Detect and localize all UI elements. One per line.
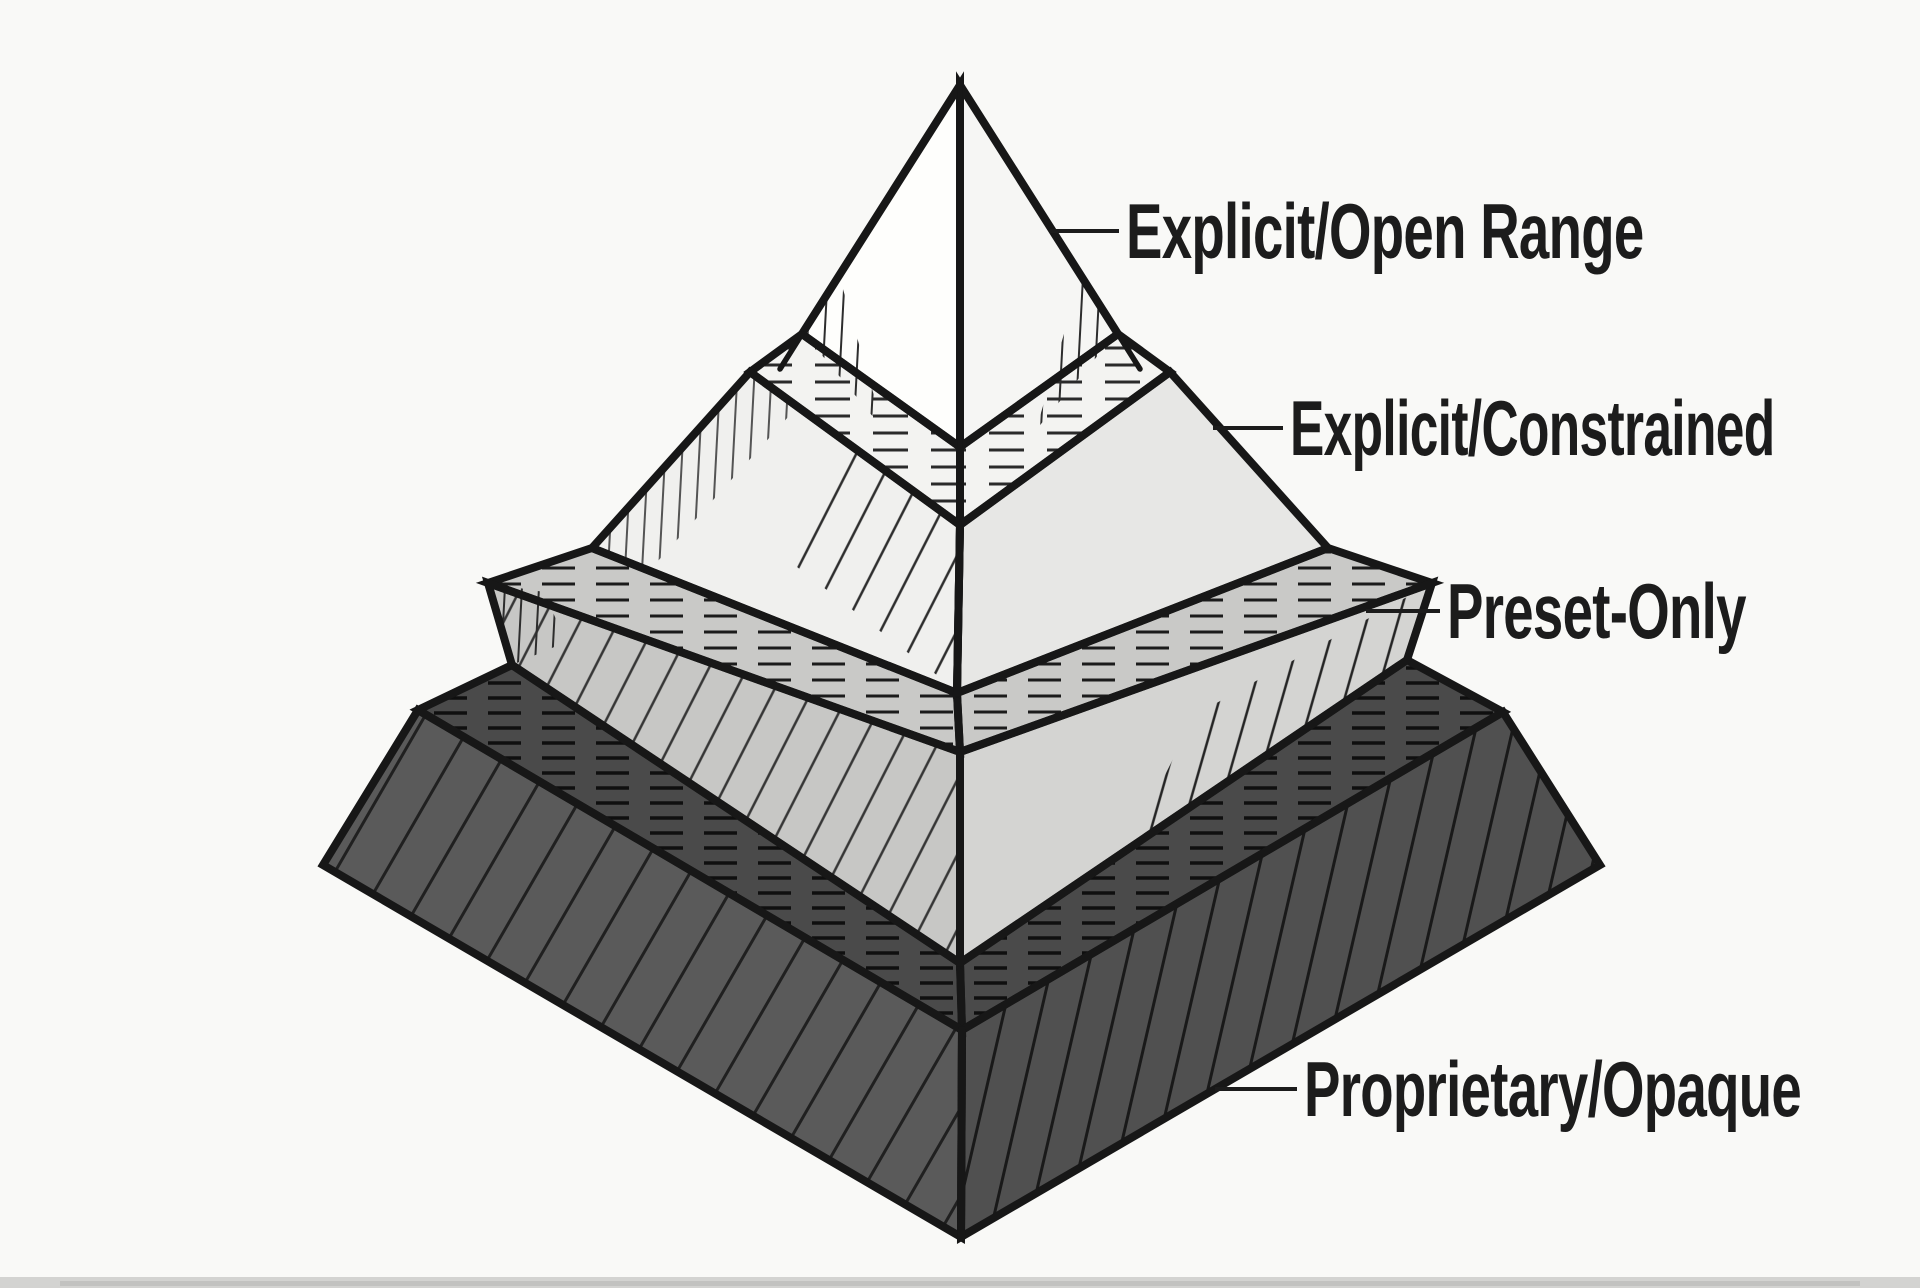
page-bottom-edge-artifact [0, 1277, 1920, 1288]
tier4-label: Proprietary/Opaque [1304, 1047, 1801, 1134]
tier4-center-ridge [957, 1026, 966, 1241]
tier2-center-ridge [953, 521, 964, 697]
pyramid-outlines [317, 71, 1606, 1244]
label-connectors [1050, 229, 1440, 1091]
tier3-label: Preset-Only [1447, 569, 1747, 656]
tier2-label: Explicit/Constrained [1290, 385, 1774, 472]
tier-labels: Explicit/Open Range Explicit/Constrained… [1126, 189, 1802, 1134]
tier2-face-right [957, 372, 1328, 693]
tier1-label: Explicit/Open Range [1126, 189, 1644, 276]
hatch-textures [323, 272, 1600, 1237]
